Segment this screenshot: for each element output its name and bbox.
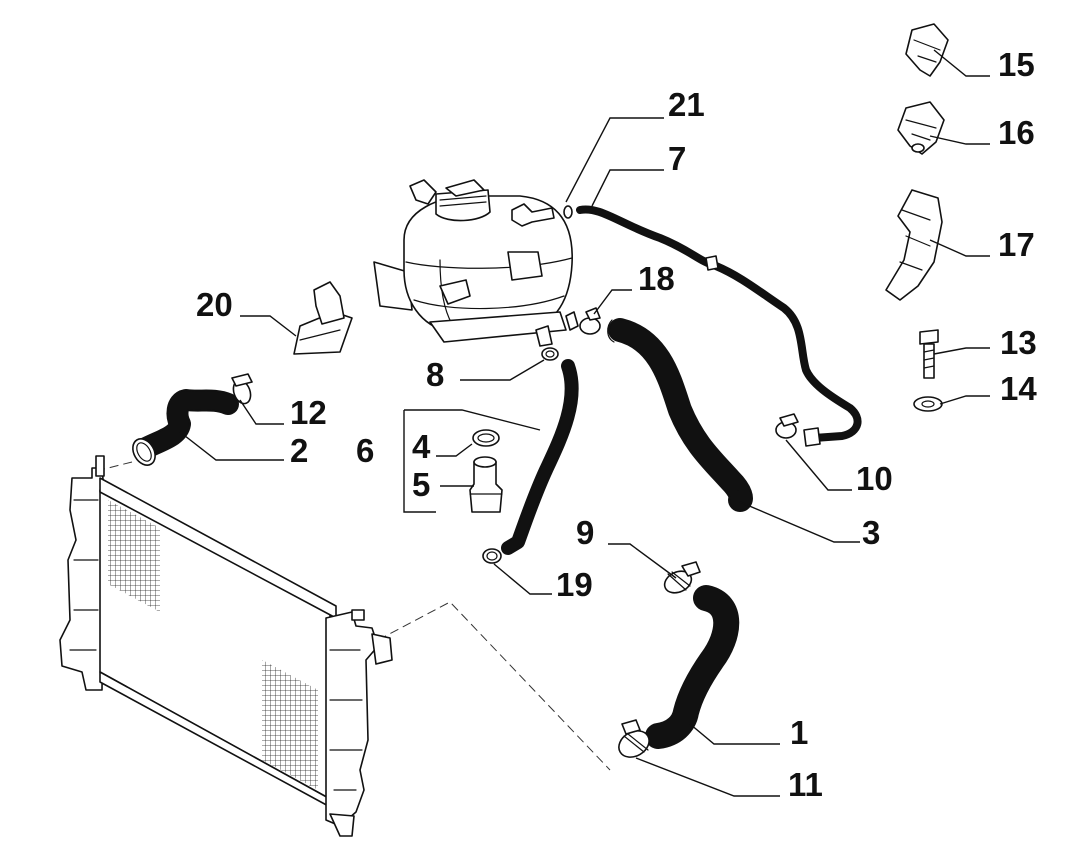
callout-4: 4	[412, 428, 431, 465]
leader-1	[689, 723, 780, 745]
leader-19	[493, 563, 552, 595]
tank-vent-outlet	[511, 203, 555, 227]
tank-mount-bracket	[373, 261, 413, 311]
clip-16	[897, 101, 945, 155]
radiator-left-tank	[59, 467, 105, 691]
expansion-tank	[373, 179, 579, 347]
vent-hose	[576, 205, 862, 447]
leader-4	[436, 443, 473, 457]
leader-3	[739, 501, 860, 543]
callout-5: 5	[412, 466, 430, 503]
feed-hose	[501, 359, 579, 555]
leader-16	[929, 135, 990, 145]
leader-12	[239, 399, 284, 425]
callout-3: 3	[862, 514, 880, 551]
alignment-line-radiator-hose1	[377, 601, 611, 771]
tank-bottom-outlet	[535, 325, 553, 347]
hose-clamp-8	[541, 347, 559, 361]
large-hose-3	[607, 318, 753, 512]
leader-7	[591, 169, 664, 207]
callout-17: 17	[998, 226, 1035, 263]
callout-21: 21	[668, 86, 705, 123]
callout-16: 16	[998, 114, 1035, 151]
callout-20: 20	[196, 286, 233, 323]
washer-14	[913, 396, 943, 412]
callout-12: 12	[290, 394, 327, 431]
callout-1: 1	[790, 714, 808, 751]
radiator	[59, 455, 611, 837]
radiator-hose-1	[645, 585, 740, 749]
filler-cap	[409, 179, 491, 222]
leader-13	[933, 347, 990, 355]
leader-14	[939, 395, 990, 405]
callout-labels: 1 2 3 4 5 6 7 8 9 10 11 12 13 14 15 16 1…	[196, 46, 1037, 803]
leader-20	[240, 315, 297, 337]
radiator-right-tank	[325, 611, 379, 827]
callout-11: 11	[788, 766, 823, 803]
leader-6-bracket	[403, 409, 541, 513]
radiator-mesh-lower	[262, 660, 318, 790]
alignment-line-radiator-hose2	[99, 461, 133, 471]
leader-17	[929, 239, 990, 257]
leader-10	[785, 439, 852, 491]
radiator-hose-2	[132, 389, 239, 466]
callout-14: 14	[1000, 370, 1037, 407]
leader-2	[179, 431, 284, 461]
callout-19: 19	[556, 566, 593, 603]
tank-bottom-flange	[429, 311, 567, 343]
bolt-13	[919, 329, 939, 379]
hose-2-end-ring	[132, 438, 156, 466]
clip-15	[905, 23, 949, 77]
tank-sight-window	[507, 251, 543, 281]
radiator-mesh-upper	[108, 500, 160, 612]
leader-21	[565, 117, 664, 203]
leader-15	[933, 49, 990, 77]
leader-8	[460, 359, 545, 381]
union-fitting	[469, 456, 503, 513]
callout-8: 8	[426, 356, 444, 393]
hose-clamp-19	[482, 548, 502, 564]
hose-clamp-10	[775, 413, 799, 439]
callout-7: 7	[668, 140, 686, 177]
callout-15: 15	[998, 46, 1035, 83]
hose-clamp-9	[663, 561, 701, 594]
callout-9: 9	[576, 514, 594, 551]
bracket-20	[293, 281, 353, 355]
callout-6: 6	[356, 432, 374, 469]
hose-clamp-12	[231, 373, 253, 405]
leader-11	[635, 757, 780, 797]
o-ring-seal	[472, 429, 500, 447]
callout-13: 13	[1000, 324, 1037, 361]
leader-9	[608, 543, 677, 579]
hose-clamp-21	[563, 205, 573, 219]
hose-clamp-11	[618, 719, 650, 758]
callout-18: 18	[638, 260, 675, 297]
leader-18	[593, 289, 632, 315]
bracket-17	[885, 189, 943, 301]
callout-2: 2	[290, 432, 308, 469]
hose-clamp-18	[579, 307, 601, 335]
callout-10: 10	[856, 460, 893, 497]
leader-lines	[179, 49, 990, 797]
